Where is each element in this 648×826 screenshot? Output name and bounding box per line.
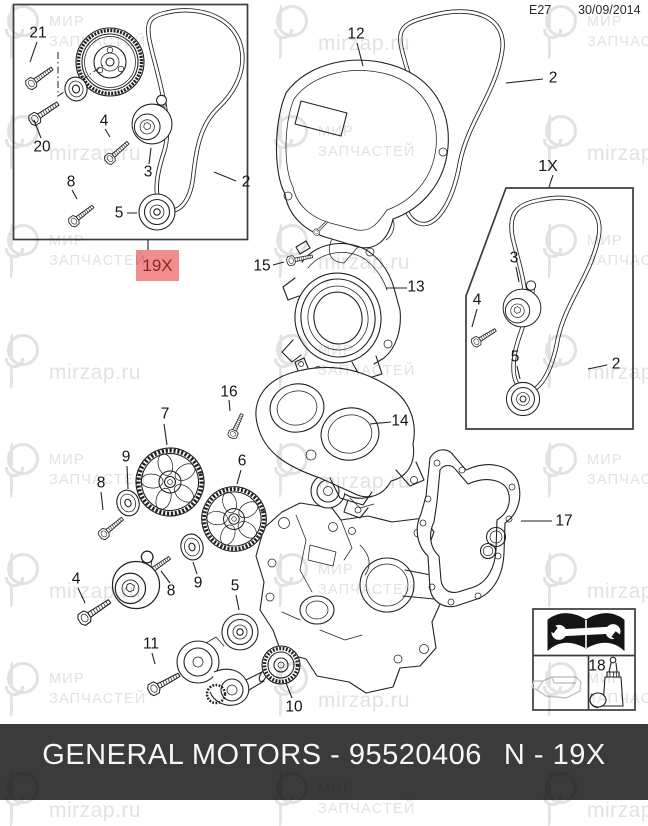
bolt-16-drawing: [226, 411, 247, 441]
bolt-4-drawing: [102, 138, 132, 167]
footer-part-number-text: GENERAL MOTORS - 95520406: [42, 739, 482, 771]
idler-5-drawing: [505, 381, 541, 417]
tensioner-3-drawing: [502, 280, 542, 328]
upper-cover-12-drawing: [275, 59, 449, 264]
cam-sprocket-7-drawing: [126, 438, 214, 526]
washer-9-drawing: [177, 531, 207, 563]
lower-cover-14-drawing: [255, 357, 425, 519]
sealant-tube-icon: [589, 656, 624, 709]
bolt-8-drawing: [66, 201, 97, 229]
tensioner-3-drawing: [131, 94, 173, 145]
idler-5-drawing: [221, 613, 259, 651]
footer-bar: GENERAL MOTORS - 95520406 N - 19X: [0, 724, 648, 800]
engine-block-drawing: [255, 502, 442, 694]
leader-lines: [29, 41, 608, 699]
kit-tag-19x: 19X: [136, 250, 179, 281]
footer-reference-text: N - 19X: [503, 739, 606, 771]
service-manual-icon: [547, 613, 625, 652]
seal-ring-drawing: [64, 76, 88, 102]
bolt-4-drawing: [469, 325, 499, 349]
bolt-4-drawing: [75, 595, 114, 628]
parts-catalog-page: { "header": { "diagram_code": "E27", "da…: [0, 0, 648, 800]
bolt-8-drawing: [96, 514, 127, 542]
watermark-text: mirzap.ru: [49, 798, 142, 822]
main-exploded-art: [75, 9, 521, 706]
idler-5-drawing: [138, 193, 176, 231]
bolt-11-drawing: [145, 668, 183, 698]
kit-tag-1x: 1X: [538, 158, 558, 175]
oil-pan-icon: [531, 676, 582, 699]
crank-pulley-drawing: [75, 27, 145, 97]
watermark-text: mirzap.ru: [587, 798, 648, 822]
kit-box-1x-art: [465, 187, 634, 430]
crank-sprocket-10-drawing: [261, 645, 301, 685]
bolt-20-drawing: [26, 97, 62, 128]
bolt-21-drawing: [23, 63, 56, 92]
belt-tensioner-assembly-drawing: [176, 636, 268, 706]
diagram-date: 30/09/2014: [578, 3, 641, 17]
tensioner-drawing: [111, 550, 161, 610]
legend-box-art: [531, 608, 636, 711]
rear-cover-13-drawing: [281, 240, 401, 381]
gasket-17-drawing: [416, 449, 521, 608]
kit-box-19x-art: [12, 3, 249, 241]
diagram-code: E27: [529, 3, 552, 17]
exploded-parts-diagram: [12, 3, 636, 711]
